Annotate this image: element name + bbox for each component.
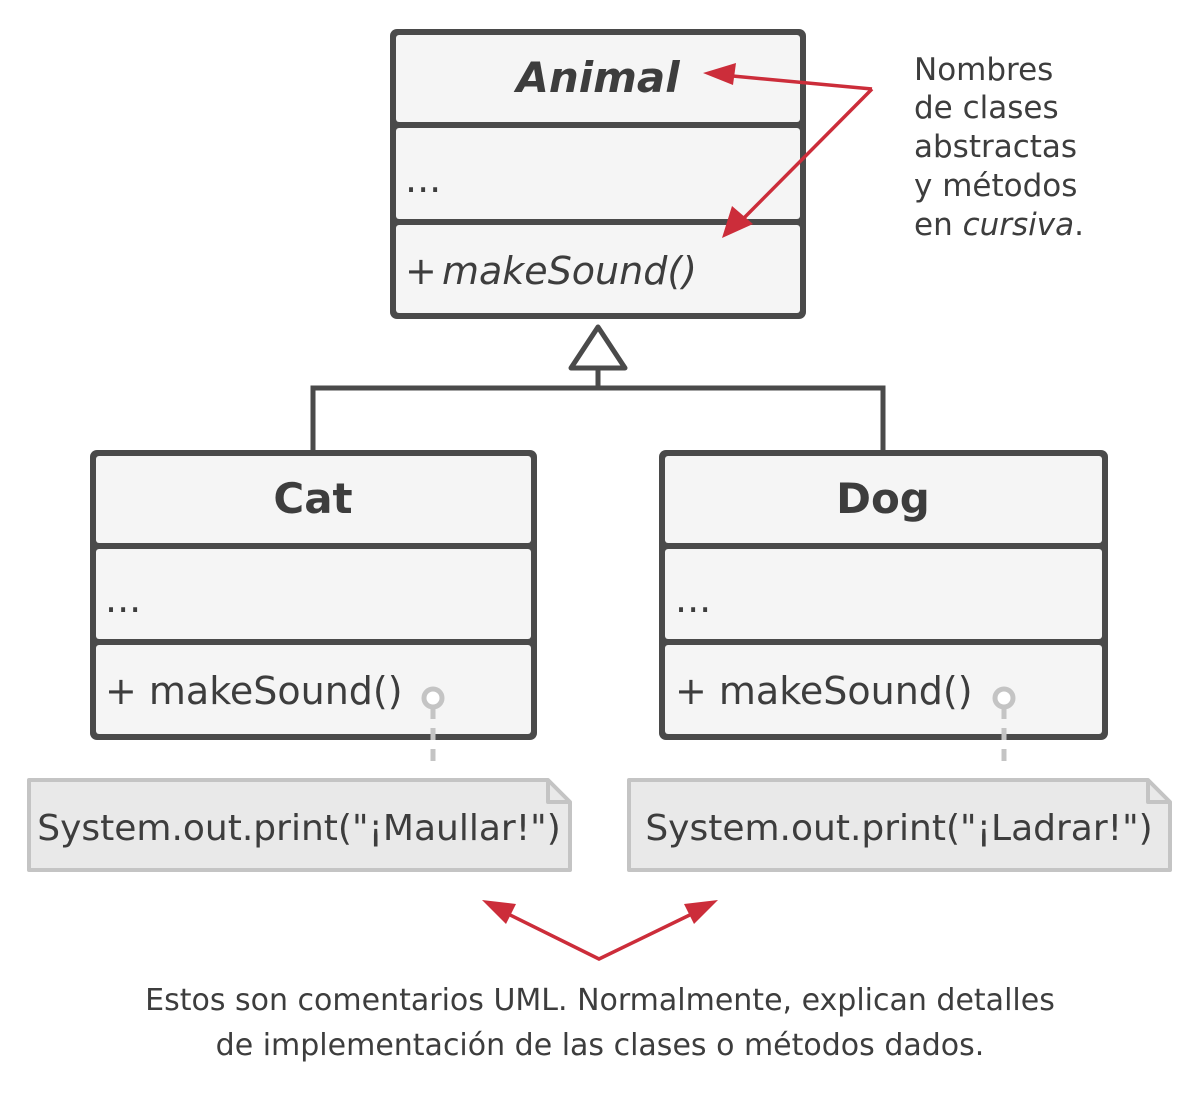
arrowhead-icon <box>482 900 516 924</box>
class-dog-methods <box>665 645 1102 734</box>
class-cat[interactable]: Cat ... + makeSound() <box>90 450 537 740</box>
inheritance-triangle-icon <box>568 324 628 371</box>
inheritance-connector <box>310 368 886 450</box>
note-anchor-dog <box>992 686 1016 767</box>
note-dog: System.out.print("¡Ladrar!") <box>627 778 1172 872</box>
annotation-text: Nombres de clases abstractas y métodos e… <box>914 52 1087 243</box>
note-anchor-cat <box>421 686 445 767</box>
class-animal-attributes-text: ... <box>405 157 441 201</box>
class-cat-header <box>96 456 531 543</box>
note-cat-text: System.out.print("¡Maullar!") <box>37 808 561 849</box>
arrowhead-icon <box>703 63 736 85</box>
class-animal-methods <box>396 225 800 313</box>
class-cat-methods <box>96 645 531 734</box>
class-dog-method: + makeSound() <box>675 669 973 713</box>
class-animal-attributes <box>396 128 800 219</box>
caption-line-1: Estos son comentarios UML. Normalmente, … <box>145 983 1055 1018</box>
class-dog[interactable]: Dog ... + makeSound() <box>659 450 1108 740</box>
class-dog-name: Dog <box>836 474 930 523</box>
class-dog-header <box>665 456 1102 543</box>
arrowhead-icon <box>684 900 718 924</box>
arrowhead-icon <box>722 206 753 238</box>
class-cat-attributes-text: ... <box>105 577 141 621</box>
annotation-arrows <box>721 73 874 226</box>
caption-arrows <box>499 908 701 961</box>
class-animal[interactable]: Animal ... + makeSound() <box>390 29 806 319</box>
caption-line-2: de implementación de las clases o método… <box>216 1028 985 1063</box>
class-animal-header <box>396 35 800 122</box>
class-animal-method: makeSound() <box>442 249 697 293</box>
class-animal-name: Animal <box>513 53 680 102</box>
note-cat: System.out.print("¡Maullar!") <box>27 778 572 872</box>
class-cat-method: + makeSound() <box>105 669 403 713</box>
class-animal-method-prefix: + <box>405 249 437 293</box>
note-dog-text: System.out.print("¡Ladrar!") <box>645 808 1152 849</box>
class-cat-name: Cat <box>273 474 352 523</box>
class-dog-attributes-text: ... <box>675 577 711 621</box>
class-cat-attributes <box>96 549 531 639</box>
class-dog-attributes <box>665 549 1102 639</box>
